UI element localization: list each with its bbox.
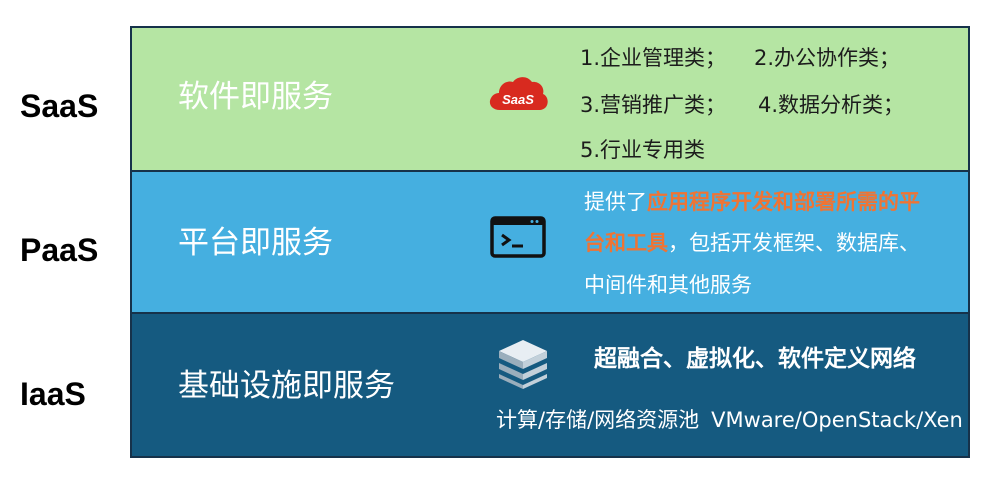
iaas-sub-en: VMware/OpenStack/Xen <box>711 408 963 432</box>
saas-item-2: 2.办公协作类； <box>754 46 901 70</box>
paas-desc-line-2: 台和工具，包括开发框架、数据库、 <box>584 233 920 254</box>
iaas-layer: 基础设施即服务 超融合、虚拟化、软件定义网络 计算/存储/网络资源池 VMware… <box>132 314 968 456</box>
paas-desc-suffix: ，包括开发框架、数据库、 <box>668 231 920 255</box>
saas-side-label: SaaS <box>20 88 99 124</box>
terminal-window-icon <box>490 216 546 258</box>
paas-desc-line-3: 中间件和其他服务 <box>584 273 752 297</box>
iaas-sub-cn: 计算/存储/网络资源池 <box>496 408 700 432</box>
saas-item-5: 5.行业专用类 <box>580 138 706 162</box>
iaas-sub-line: 计算/存储/网络资源池 VMware/OpenStack/Xen <box>496 410 963 431</box>
paas-desc-line-1: 提供了应用程序开发和部署所需的平 <box>584 192 920 213</box>
iaas-layer-title: 基础设施即服务 <box>178 368 395 404</box>
iaas-side-label: IaaS <box>20 376 86 412</box>
saas-icon-text: SaaS <box>502 92 534 107</box>
cloud-service-stack: 软件即服务 SaaS 1.企业管理类； 2.办公协作类； 3.营销推广类； 4.… <box>130 26 970 458</box>
paas-desc-highlight-2: 台和工具 <box>584 231 668 255</box>
saas-item-3: 3.营销推广类； <box>580 93 727 117</box>
paas-desc-prefix: 提供了 <box>584 190 647 214</box>
saas-item-1: 1.企业管理类； <box>580 46 727 70</box>
paas-layer: 平台即服务 提供了应用程序开发和部署所需的平 台和工具，包括开发框架、数据库、 … <box>132 172 968 314</box>
saas-cloud-icon: SaaS <box>489 77 548 110</box>
paas-desc-highlight-1: 应用程序开发和部署所需的平 <box>647 190 920 214</box>
saas-item-4: 4.数据分析类； <box>758 93 905 117</box>
saas-layer: 软件即服务 SaaS 1.企业管理类； 2.办公协作类； 3.营销推广类； 4.… <box>132 28 968 172</box>
server-stack-icon <box>499 340 547 389</box>
saas-layer-title: 软件即服务 <box>178 79 333 115</box>
paas-side-label: PaaS <box>20 232 99 268</box>
iaas-headline: 超融合、虚拟化、软件定义网络 <box>594 346 916 372</box>
paas-layer-title: 平台即服务 <box>178 225 333 261</box>
